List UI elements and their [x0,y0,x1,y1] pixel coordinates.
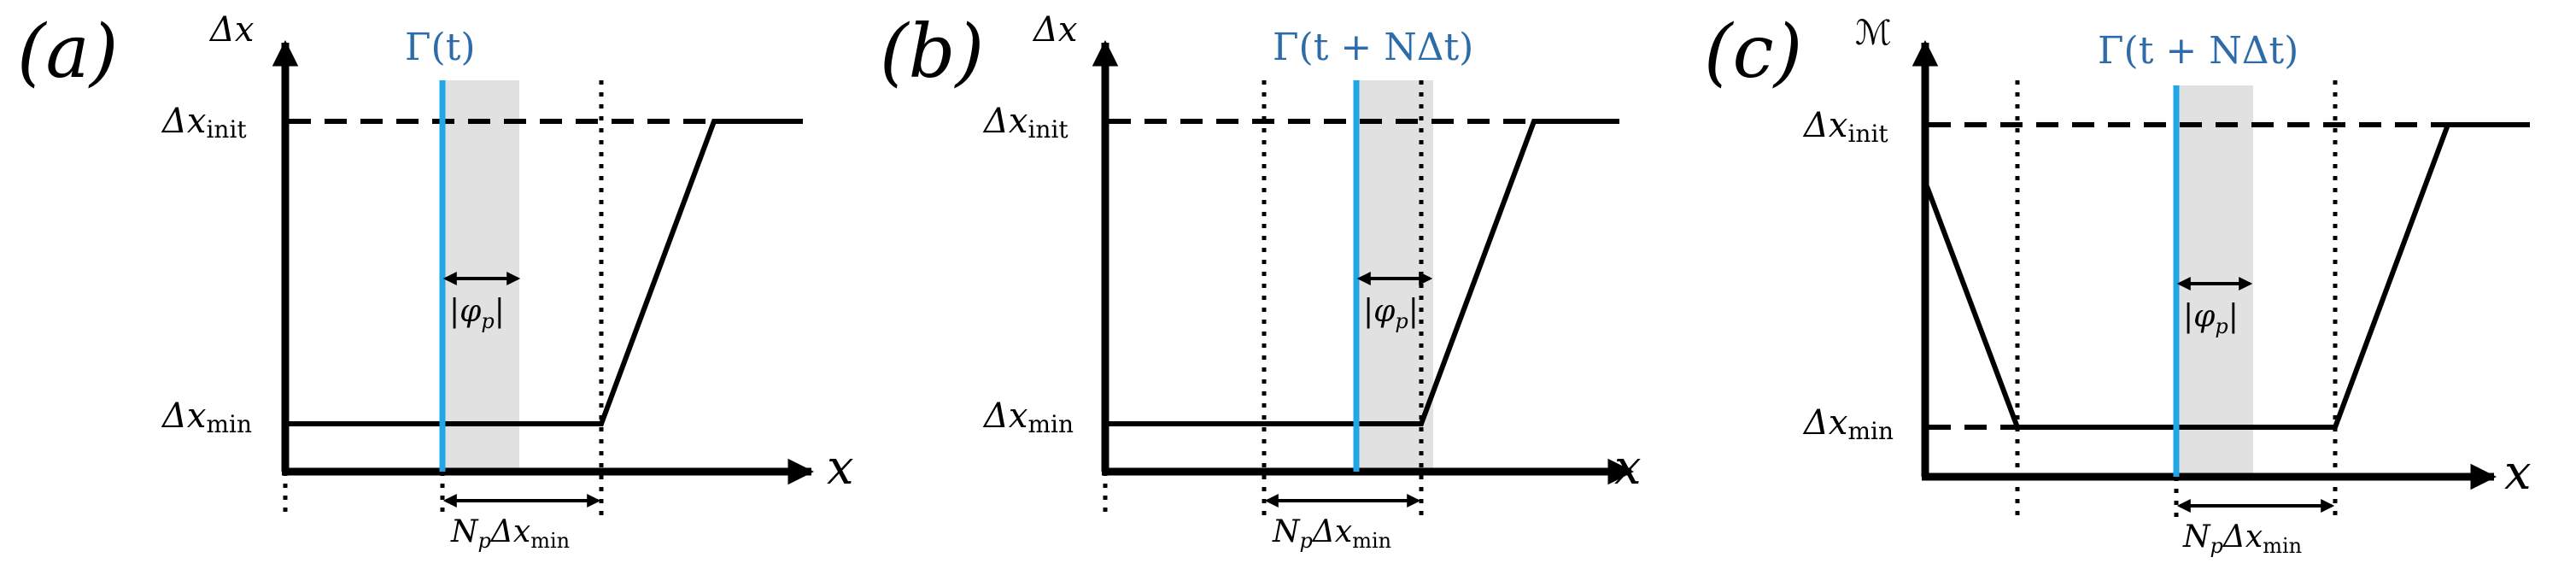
np-label: NpΔxmin [1272,514,1391,553]
y-axis-label: Δx [208,10,254,50]
panel-letter: (a) [17,9,118,95]
phi-label: |φp| [1363,294,1419,333]
x-axis-label: x [2504,445,2532,501]
panel-letter: (c) [1704,9,1802,95]
resolution-profile [289,119,803,426]
y-axis-label: Δx [1032,10,1077,50]
interface-label: Γ(t + NΔt) [2098,29,2298,73]
tick-dx-min: Δxmin [1802,403,1894,445]
panel-b: (b) Δx x Γ(t + NΔt) Δxinit Δxmin |φp| Np… [880,9,1642,553]
x-axis-label: x [827,440,854,496]
tick-dx-min: Δxmin [161,396,252,438]
interface-label: Γ(t + NΔt) [1273,26,1473,69]
resolution-profile [1109,119,1619,426]
panel-a: (a) Δx x Γ(t) Δxinit Δxmin |φp| NpΔxmin [17,9,854,553]
np-label: NpΔxmin [450,514,570,553]
x-axis-label: x [1614,440,1642,496]
tick-dx-init: Δxinit [1802,106,1888,148]
panel-letter: (b) [880,9,984,95]
tick-dx-init: Δxinit [161,102,247,144]
interface-label: Γ(t) [405,26,476,69]
phi-label: |φp| [2183,299,2239,338]
np-label: NpΔxmin [2182,519,2302,558]
tick-dx-init: Δxinit [982,102,1068,144]
y-axis-label: ℳ [1855,14,1892,53]
shaded-region [2175,85,2253,475]
shaded-region [441,80,519,470]
panel-c: (c) ℳ x Γ(t + NΔt) Δxinit Δxmin |φp| NpΔ… [1704,9,2532,558]
phi-label: |φp| [449,294,505,333]
tick-dx-min: Δxmin [982,396,1074,438]
